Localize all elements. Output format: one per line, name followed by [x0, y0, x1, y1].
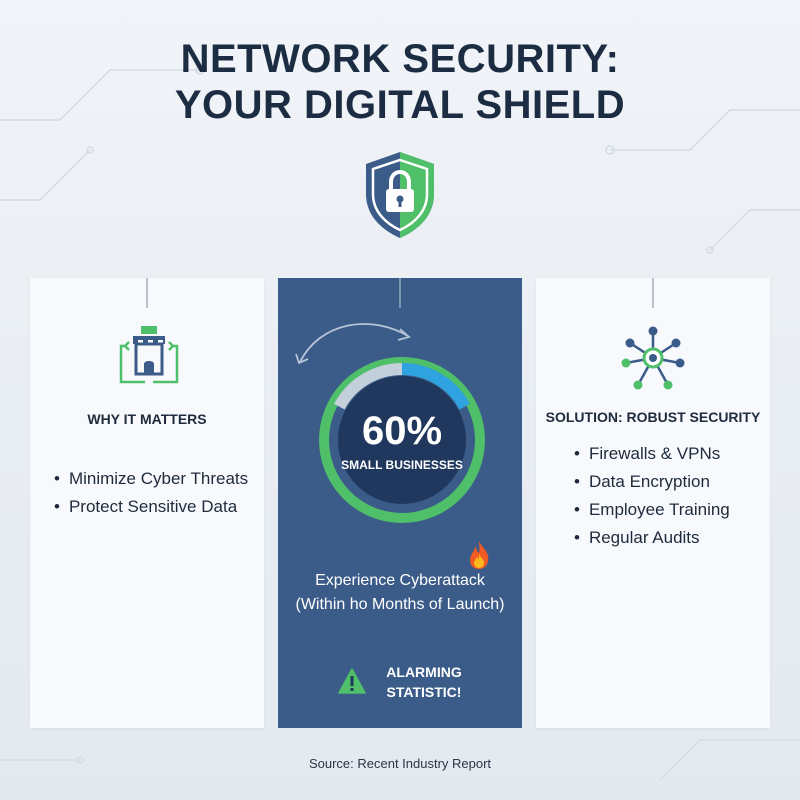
panel-hanger [146, 278, 148, 308]
panel-heading: WHY IT MATTERS [87, 411, 207, 427]
fire-icon [470, 541, 489, 569]
shield-lock-icon [366, 152, 434, 238]
caption-line-2: (Within ho Months of Launch) [295, 596, 505, 613]
title-line-2: YOUR DIGITAL SHIELD [174, 83, 626, 127]
panel-hanger [652, 278, 654, 308]
panel-hanger [399, 278, 401, 308]
bullet-list: Minimize Cyber Threats Protect Sensitive… [54, 465, 248, 521]
list-item: Protect Sensitive Data [54, 493, 248, 521]
alert-line-1: ALARMING [386, 664, 462, 680]
page-title: NETWORK SECURITY: YOUR DIGITAL SHIELD [0, 36, 800, 128]
warning-triangle-icon [338, 668, 366, 694]
panel-heading: SOLUTION: ROBUST SECURITY [545, 409, 761, 425]
why-it-matters-panel: WHY IT MATTERS Minimize Cyber Threats Pr… [30, 278, 264, 728]
solution-panel: SOLUTION: ROBUST SECURITY Firewalls & VP… [536, 278, 770, 728]
list-item: Regular Audits [574, 524, 730, 552]
percentage-ring [319, 357, 485, 523]
alert-text: ALARMING STATISTIC! [374, 662, 474, 702]
list-item: Minimize Cyber Threats [54, 465, 248, 493]
percentage-label: SMALL BUSINESSES [341, 458, 463, 472]
source-note: Source: Recent Industry Report [308, 756, 492, 771]
title-line-1: NETWORK SECURITY: [180, 37, 620, 81]
list-item: Employee Training [574, 496, 730, 524]
caption-line-1: Experience Cyberattack [315, 572, 485, 589]
list-item: Firewalls & VPNs [574, 440, 730, 468]
curved-arrow-icon [295, 323, 411, 365]
alarming-statistic-badge: ALARMING STATISTIC! [338, 662, 508, 706]
statistic-caption: Experience Cyberattack (Within ho Months… [278, 569, 522, 617]
network-nodes-icon [621, 326, 685, 390]
bullet-list: Firewalls & VPNs Data Encryption Employe… [574, 440, 730, 552]
list-item: Data Encryption [574, 468, 730, 496]
castle-icon [119, 326, 179, 384]
alert-line-2: STATISTIC! [386, 684, 462, 700]
percentage-value: 60% [361, 409, 443, 453]
statistic-panel: 60% SMALL BUSINESSES Experience Cyberatt… [278, 278, 522, 728]
